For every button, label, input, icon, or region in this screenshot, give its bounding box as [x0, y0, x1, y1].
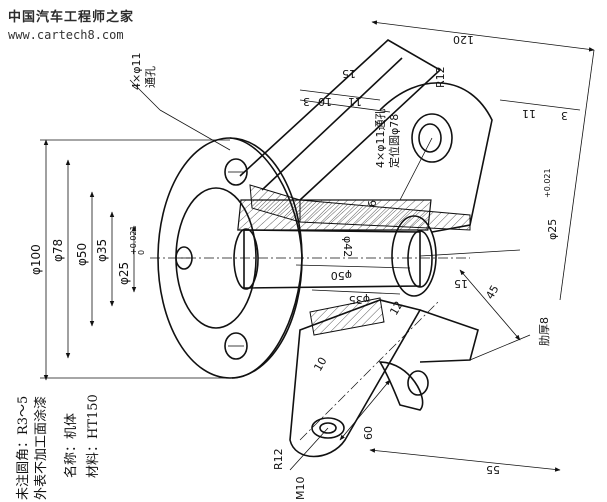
dim-12: 12: [387, 299, 405, 318]
upper-arm: [239, 39, 493, 233]
dim-d78: φ78: [51, 239, 65, 262]
dim-d100: φ100: [29, 244, 43, 275]
dim-120: 120: [453, 33, 474, 46]
dim-d50: φ50: [75, 243, 89, 266]
dimension-lines: [40, 20, 595, 472]
dim-d42: φ42: [341, 236, 354, 257]
dim-pcd: 定位圆φ78: [387, 114, 401, 168]
dim-3-right: 3: [561, 109, 568, 122]
dimension-texts: φ100 φ78 φ50 φ35 φ25 +0.021 0 φ42 φ50 φ3…: [29, 33, 568, 500]
watermark-title: 中国汽车工程师之家: [8, 10, 135, 25]
watermark-url: www.cartech8.com: [8, 28, 124, 42]
dim-4-holes: 4×φ11: [130, 53, 143, 90]
dim-d50b: φ50: [331, 269, 352, 282]
dim-11-top: 11: [348, 95, 362, 108]
dim-d25-tol-plus: +0.021: [129, 225, 138, 255]
dim-4-holes-b: 4×φ11通孔: [374, 109, 387, 168]
dim-d25-tol-zero: 0: [137, 250, 146, 255]
dim-r12-bottom: R12: [272, 448, 285, 470]
dim-10-bottom: 10: [311, 355, 329, 374]
dim-d25-right-tol: +0.021: [543, 168, 552, 198]
dim-9: 9: [365, 200, 378, 207]
dim-55: 55: [486, 463, 500, 476]
dim-d35b: φ35: [349, 293, 370, 306]
dim-60: 60: [362, 426, 375, 440]
dim-3-top: 3: [303, 95, 310, 108]
dim-m10: M10: [294, 477, 307, 501]
dim-d25: φ25: [117, 262, 131, 285]
dim-10: 10: [318, 95, 332, 108]
dim-through: 通孔: [144, 66, 157, 88]
dim-45: 45: [483, 283, 501, 302]
dim-rib: 肋厚8: [537, 317, 551, 346]
dim-d35: φ35: [95, 239, 109, 262]
dim-15-mid: 15: [454, 277, 468, 290]
dim-11-right: 11: [522, 107, 536, 120]
dim-15-top: 15: [342, 67, 356, 80]
dim-d25-right: φ25: [546, 219, 559, 240]
lower-arm: [289, 297, 479, 458]
dim-r12-top: R12: [434, 66, 447, 88]
